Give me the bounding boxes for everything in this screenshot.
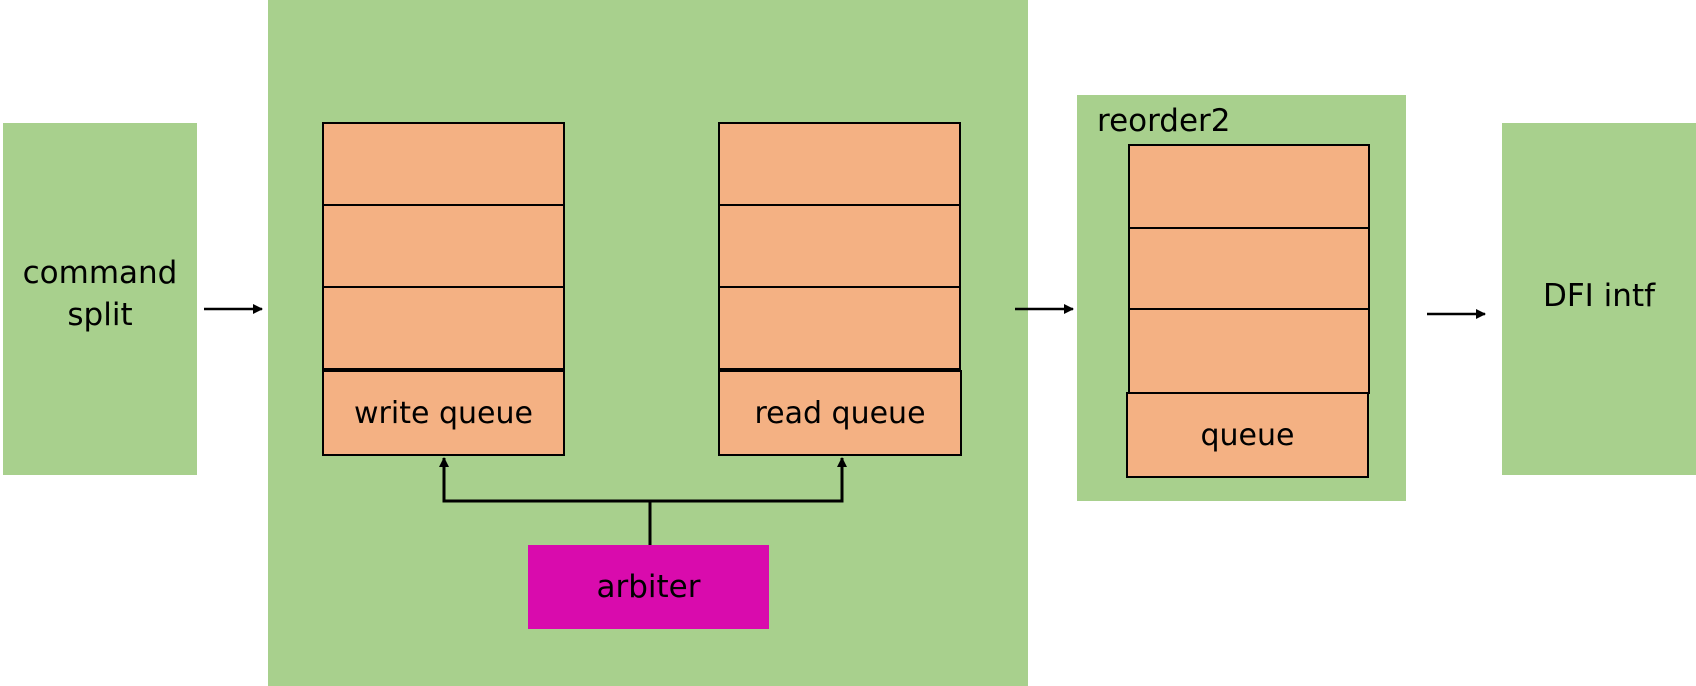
command-split-block: command split (3, 123, 197, 475)
read-queue-label: read queue (718, 370, 962, 456)
write-queue-stack: write queue (322, 122, 565, 456)
reorder-queue-label: queue (1126, 392, 1369, 478)
arbiter-block: arbiter (528, 545, 769, 629)
command-split-label: command split (22, 255, 178, 333)
reorder-title: reorder2 (1097, 103, 1231, 139)
write-queue-slot (322, 122, 565, 206)
dfi-intf-block: DFI intf (1502, 123, 1696, 475)
read-queue-slot (718, 204, 961, 288)
reorder-queue-stack: queue (1126, 144, 1370, 478)
write-queue-label: write queue (322, 370, 565, 456)
write-queue-slot (322, 286, 565, 370)
arbiter-to-read-queue-line (650, 457, 847, 503)
read-queue-stack: read queue (718, 122, 962, 456)
read-queue-slot (718, 286, 961, 370)
dfi-intf-label: DFI intf (1542, 278, 1656, 314)
read-queue-slot (718, 122, 961, 206)
reorder-queue-slot (1128, 144, 1370, 229)
arbiter-to-write-queue-line (439, 457, 650, 503)
reorder-queue-slot (1128, 227, 1370, 310)
